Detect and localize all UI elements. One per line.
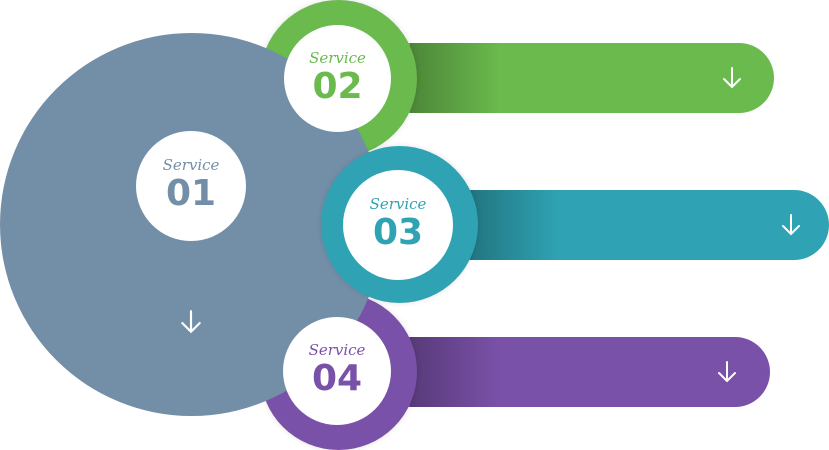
- service-04-badge[interactable]: Service 04: [283, 317, 391, 425]
- service-04-label: Service: [308, 341, 366, 359]
- service-03-badge[interactable]: Service 03: [343, 170, 453, 280]
- arrow-down-icon[interactable]: [780, 212, 802, 238]
- service-04-number: 04: [311, 358, 363, 399]
- service-01-badge[interactable]: Service 01: [136, 131, 246, 241]
- service-01-number: 01: [165, 173, 217, 214]
- service-01-label: Service: [162, 156, 220, 174]
- service-02-badge[interactable]: Service 02: [284, 25, 391, 132]
- service-03-number: 03: [372, 212, 424, 253]
- arrow-down-icon[interactable]: [180, 309, 202, 335]
- service-02-number: 02: [312, 65, 363, 107]
- arrow-down-icon[interactable]: [716, 359, 738, 385]
- arrow-down-icon[interactable]: [721, 65, 743, 91]
- service-03-label: Service: [369, 195, 427, 213]
- service-02-label: Service: [309, 48, 366, 67]
